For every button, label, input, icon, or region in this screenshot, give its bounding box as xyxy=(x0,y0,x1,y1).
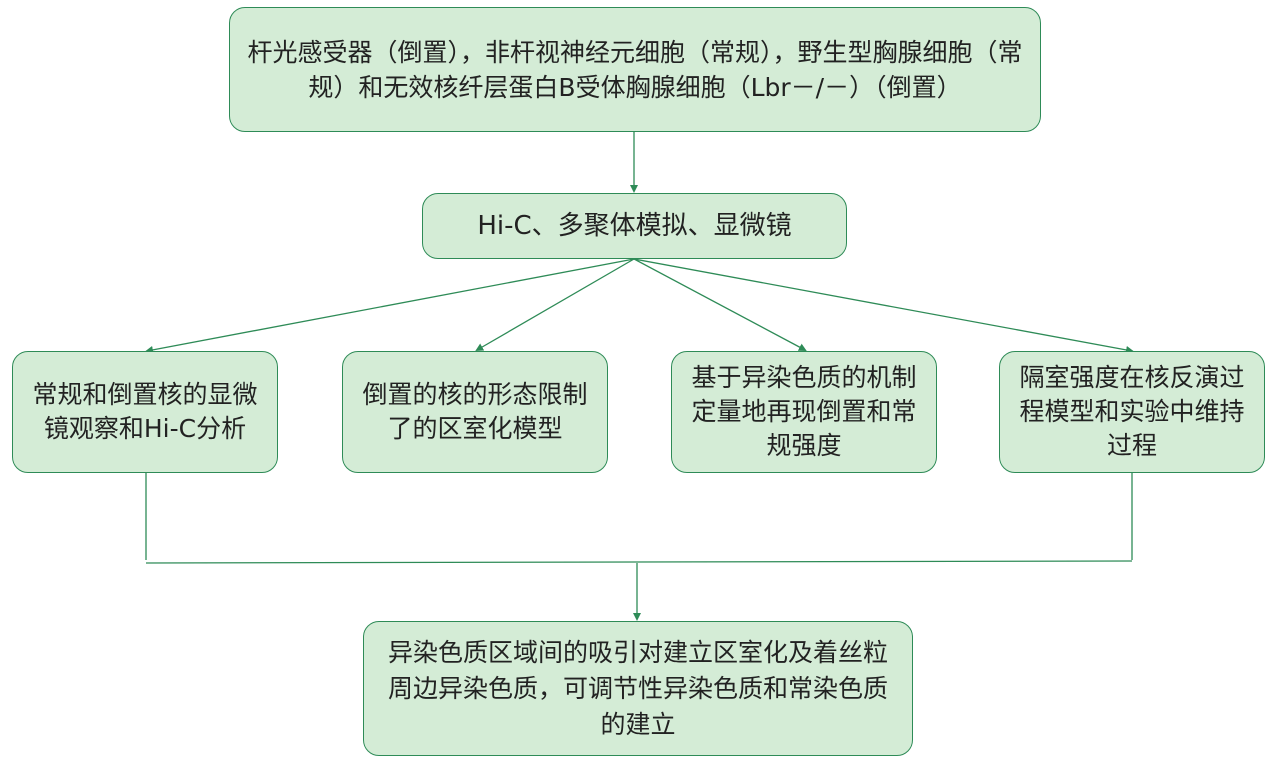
arrow-method-to-mid1 xyxy=(145,258,635,354)
node-microscopy-hic-analysis-text: 常规和倒置核的显微镜观察和Hi-C分析 xyxy=(32,380,258,443)
node-samples: 杆光感受器（倒置），非杆视神经元细胞（常规），野生型胸腺细胞（常规）和无效核纤层… xyxy=(229,7,1041,132)
node-morphology-constraint: 倒置的核的形态限制了的区室化模型 xyxy=(342,351,608,473)
node-microscopy-hic-analysis: 常规和倒置核的显微镜观察和Hi-C分析 xyxy=(12,351,278,473)
arrow-method-to-mid2 xyxy=(475,258,635,352)
node-methods: Hi-C、多聚体模拟、显微镜 xyxy=(422,193,847,259)
arrow-method-to-mid3 xyxy=(633,258,807,351)
node-compartment-strength: 隔室强度在核反演过程模型和实验中维持过程 xyxy=(999,351,1265,473)
node-heterochromatin-mechanism-text: 基于异染色质的机制定量地再现倒置和常规强度 xyxy=(691,363,917,460)
node-methods-text: Hi-C、多聚体模拟、显微镜 xyxy=(477,210,792,241)
node-morphology-constraint-text: 倒置的核的形态限制了的区室化模型 xyxy=(362,380,588,443)
node-conclusion-text: 异染色质区域间的吸引对建立区室化及着丝粒周边异染色质，可调节性异染色质和常染色质… xyxy=(387,637,888,739)
node-samples-text: 杆光感受器（倒置），非杆视神经元细胞（常规），野生型胸腺细胞（常规）和无效核纤层… xyxy=(247,37,1023,102)
line-merge-horizontal xyxy=(145,560,1133,564)
node-conclusion: 异染色质区域间的吸引对建立区室化及着丝粒周边异染色质，可调节性异染色质和常染色质… xyxy=(363,621,913,756)
node-compartment-strength-text: 隔室强度在核反演过程模型和实验中维持过程 xyxy=(1019,363,1245,460)
node-heterochromatin-mechanism: 基于异染色质的机制定量地再现倒置和常规强度 xyxy=(671,351,937,473)
arrow-method-to-mid4 xyxy=(633,258,1134,354)
